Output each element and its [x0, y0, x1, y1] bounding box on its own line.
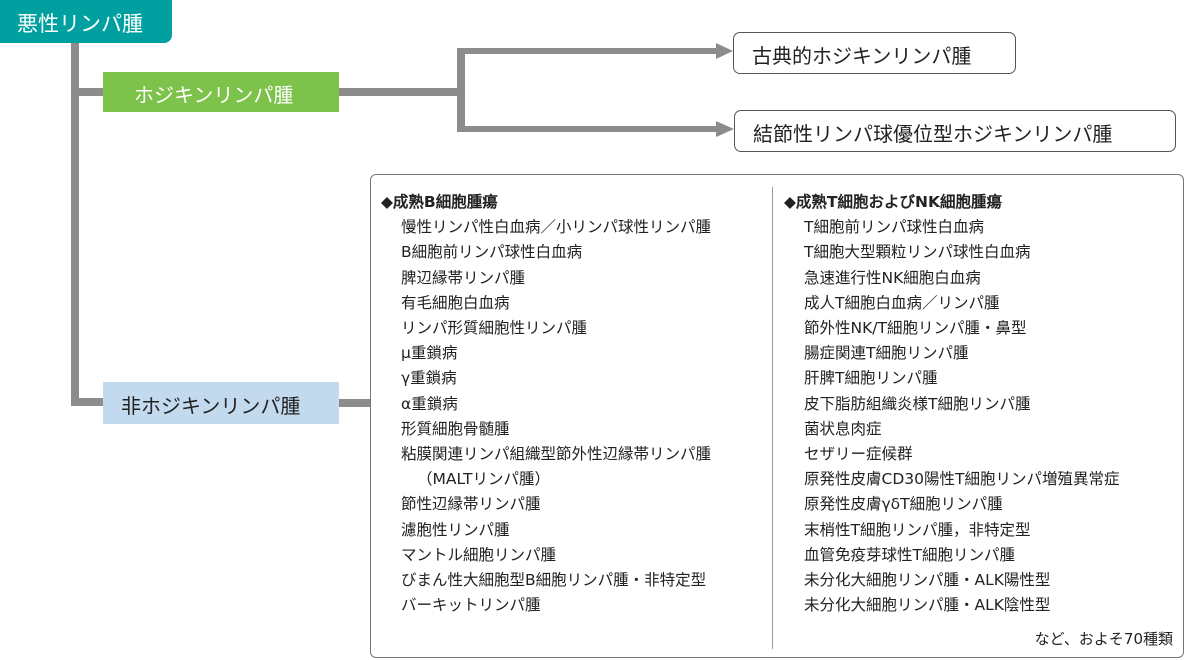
list-item: リンパ形質細胞性リンパ腫 [401, 319, 588, 338]
list-item: 節性辺縁帯リンパ腫 [401, 495, 541, 514]
node-non-hodgkin-lymphoma: 非ホジキンリンパ腫 [103, 382, 339, 424]
node-classical-hodgkin: 古典的ホジキンリンパ腫 [733, 32, 1016, 74]
non-hodgkin-subtype-list: ◆成熟B細胞腫瘍 慢性リンパ性白血病／小リンパ球性リンパ腫 B細胞前リンパ球性白… [370, 174, 1184, 658]
footnote-total-types: など、およそ70種類 [1034, 630, 1173, 648]
list-item: 血管免疫芽球性T細胞リンパ腫 [804, 545, 1015, 564]
list-item: T細胞大型顆粒リンパ球性白血病 [804, 243, 1031, 262]
list-item: 粘膜関連リンパ組織型節外性辺縁帯リンパ腫 [401, 445, 712, 464]
list-item: B細胞前リンパ球性白血病 [401, 243, 583, 262]
list-item: 皮下脂肪組織炎様T細胞リンパ腫 [804, 394, 1031, 413]
list-item: びまん性大細胞型B細胞リンパ腫・非特定型 [401, 571, 707, 590]
list-item: マントル細胞リンパ腫 [401, 545, 557, 564]
list-item: α重鎖病 [401, 394, 458, 413]
list-item: 脾辺縁帯リンパ腫 [401, 268, 526, 287]
list-item: 腸症関連T細胞リンパ腫 [804, 344, 969, 363]
b-cell-column: ◆成熟B細胞腫瘍 慢性リンパ性白血病／小リンパ球性リンパ腫 B細胞前リンパ球性白… [381, 190, 711, 618]
list-item: T細胞前リンパ球性白血病 [804, 218, 984, 237]
t-nk-cell-heading: ◆成熟T細胞およびNK細胞腫瘍 [784, 193, 1002, 211]
list-item: 菌状息肉症 [804, 419, 882, 438]
list-item: 急速進行性NK細胞白血病 [804, 268, 981, 287]
list-item-continuation: （MALTリンパ腫） [417, 470, 550, 489]
root-node-malignant-lymphoma: 悪性リンパ腫 [0, 0, 172, 43]
list-item: 肝脾T細胞リンパ腫 [804, 369, 938, 388]
list-item: 未分化大細胞リンパ腫・ALK陰性型 [804, 596, 1051, 615]
list-item: 有毛細胞白血病 [401, 293, 510, 312]
list-item: 成人T細胞白血病／リンパ腫 [804, 293, 1000, 312]
list-item: 末梢性T細胞リンパ腫，非特定型 [804, 520, 1031, 539]
b-cell-heading: ◆成熟B細胞腫瘍 [381, 193, 498, 211]
list-item: バーキットリンパ腫 [401, 596, 541, 615]
list-item: 節外性NK/T細胞リンパ腫・鼻型 [804, 319, 1027, 338]
t-nk-cell-column: ◆成熟T細胞およびNK細胞腫瘍 T細胞前リンパ球性白血病 T細胞大型顆粒リンパ球… [784, 190, 1119, 618]
list-item: 未分化大細胞リンパ腫・ALK陽性型 [804, 571, 1051, 590]
list-item: 原発性皮膚CD30陽性T細胞リンパ増殖異常症 [804, 470, 1120, 489]
column-divider [772, 187, 773, 649]
list-item: μ重鎖病 [401, 344, 458, 363]
arrow-nodular [716, 121, 734, 137]
list-item: γ重鎖病 [401, 369, 457, 388]
list-item: 慢性リンパ性白血病／小リンパ球性リンパ腫 [401, 218, 712, 237]
list-item: 濾胞性リンパ腫 [401, 520, 510, 539]
list-item: セザリー症候群 [804, 445, 913, 464]
list-item: 原発性皮膚γδT細胞リンパ腫 [804, 495, 1003, 514]
arrow-classical [716, 43, 733, 59]
node-nodular-lymphocyte-predominant: 結節性リンパ球優位型ホジキンリンパ腫 [734, 110, 1176, 152]
list-item: 形質細胞骨髄腫 [401, 419, 510, 438]
node-hodgkin-lymphoma: ホジキンリンパ腫 [103, 72, 339, 112]
